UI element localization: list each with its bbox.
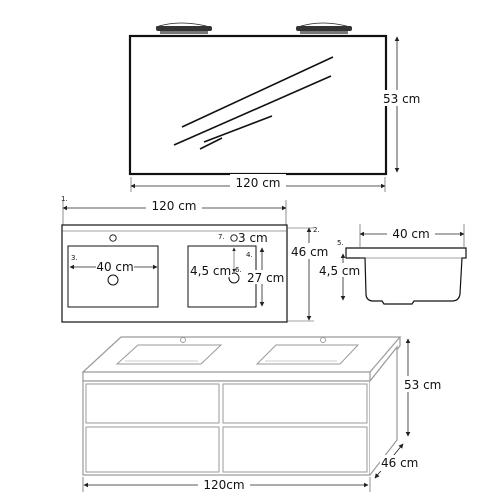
cabinet-sink-right [255,344,360,365]
drain-left [107,274,119,286]
drawer-top-right [222,383,368,424]
cabinet-depth-label: 46 cm [381,456,418,470]
drain-distance-label: 4,5 cm [190,264,231,278]
mirror-lamp-right [296,22,352,34]
basin-width-label: 40 cm [96,260,133,274]
basin-profile-outline [345,247,467,305]
drawer-top-left [85,383,220,424]
basin-depth-label: 27 cm [247,271,284,285]
mirror-lamp-left [155,22,212,34]
mirror-frame [128,34,388,176]
cabinet-width-label: 120cm [203,478,244,492]
cabinet-3d-view: 120cm 53 cm 46 cm [81,336,450,493]
countertop-depth-label: 46 cm [291,245,328,259]
countertop-top-view: 1. 120 cm 3. 40 cm 7. 3 cm 6. 4,5 cm 4. … [61,195,332,323]
drawer-bottom-right [222,426,368,473]
marker-7: 7. [218,233,225,241]
mirror-width-label: 120 cm [235,176,280,190]
marker-5: 5. [337,239,344,247]
cabinet-height-label: 53 cm [404,378,441,392]
marker-4: 4. [246,251,253,259]
mirror-view: 120 cm 53 cm [128,22,430,192]
tap-hole-right [230,234,238,242]
basin-profile-view: 40 cm 5. 4,5 cm [318,224,467,305]
mirror-reflection-lines [173,56,334,150]
countertop-width-label: 120 cm [151,199,196,213]
profile-width-label: 40 cm [392,227,429,241]
marker-1: 1. [61,195,68,203]
profile-height-label: 4,5 cm [319,264,360,278]
tap-hole-left [109,234,117,242]
marker-2: 2. [313,226,320,234]
tap-hole-label: 3 cm [238,231,268,245]
mirror-height-label: 53 cm [383,92,420,106]
marker-3: 3. [71,254,78,262]
drawer-bottom-left [85,426,220,473]
marker-6: 6. [235,266,242,274]
cabinet-sink-left [115,344,223,365]
